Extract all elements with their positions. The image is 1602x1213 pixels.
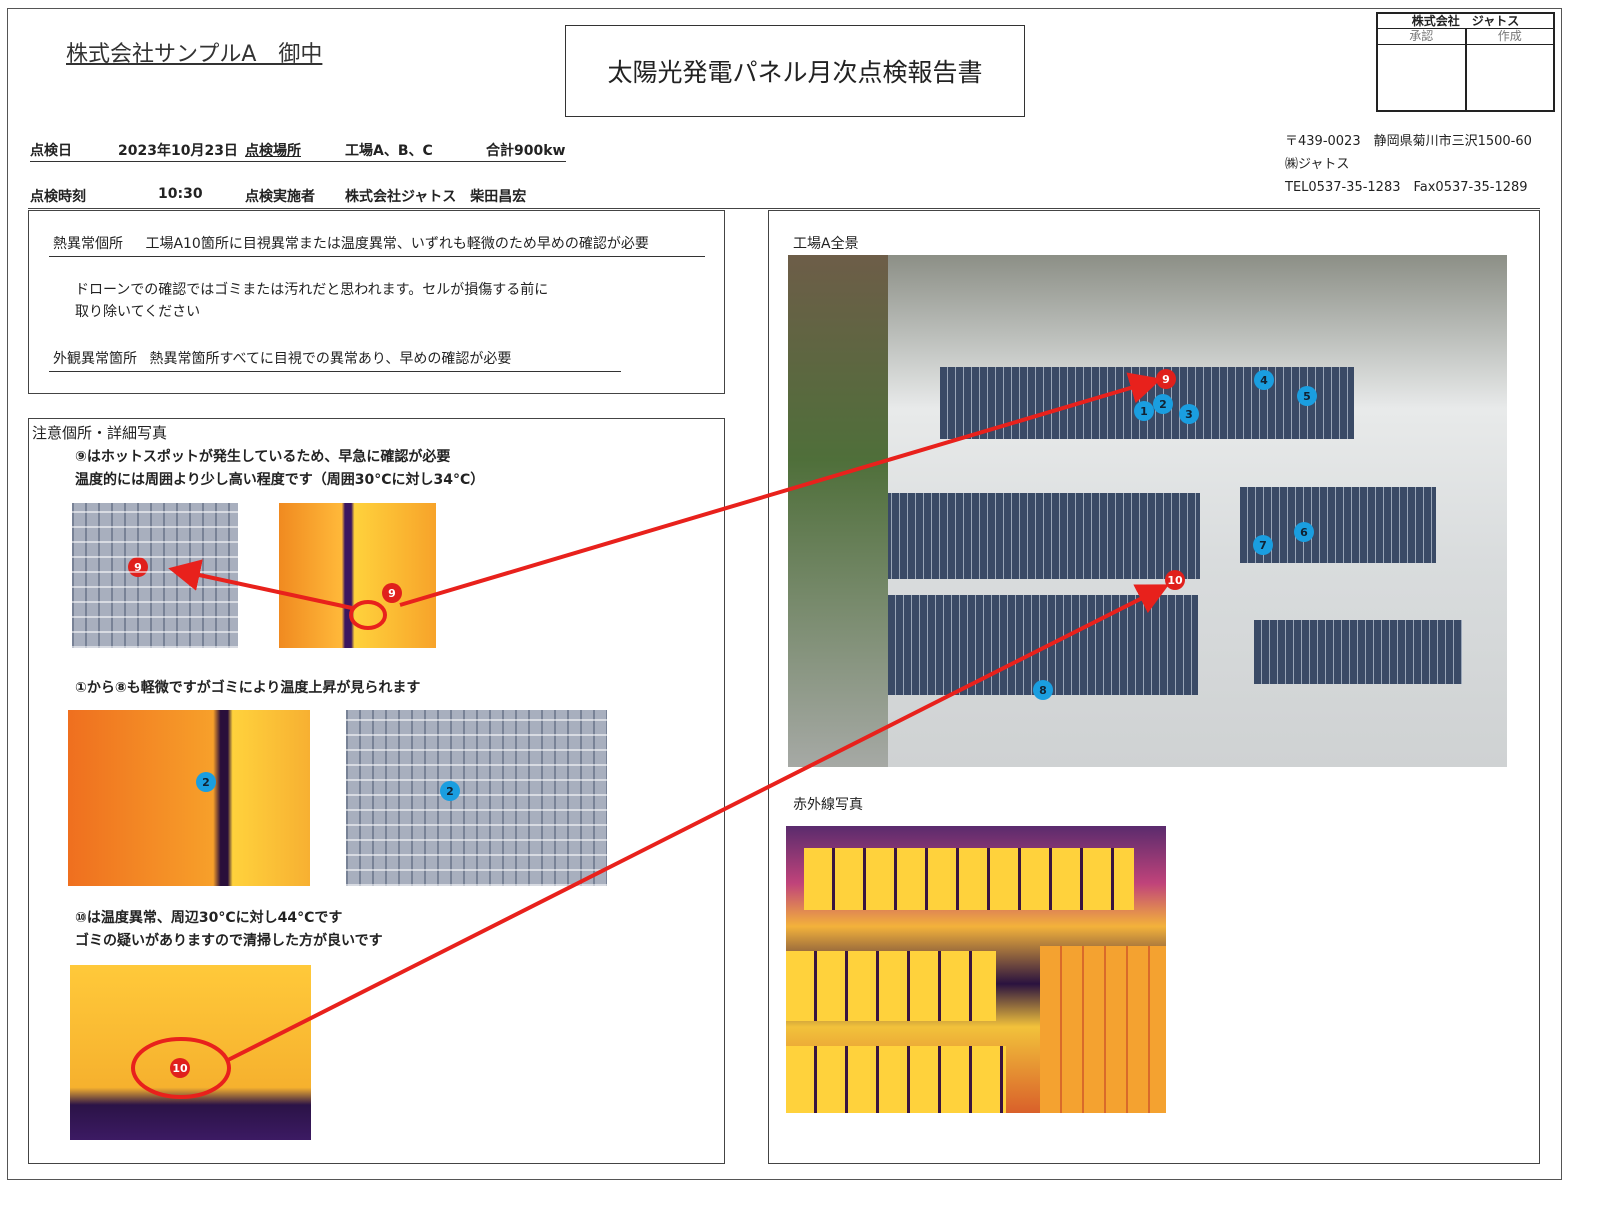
stamp-company: 株式会社 ジャトス — [1378, 14, 1553, 29]
roof-panels — [1240, 487, 1436, 563]
roof-panels — [1254, 620, 1462, 684]
address-company: ㈱ジャトス — [1285, 157, 1350, 172]
report-title: 太陽光発電パネル月次点検報告書 — [565, 25, 1025, 117]
visual-row: 外観異常箇所 熱異常箇所すべてに目視での異常あり、早めの確認が必要 — [49, 348, 621, 372]
time-value: 10:30 — [158, 186, 203, 202]
visual-label: 外観異常箇所 — [53, 351, 137, 367]
note: ドローンでの確認ではゴミまたは汚れだと思われます。セルが損傷する前に 取り除いて… — [75, 279, 548, 323]
note-line-1: ドローンでの確認ではゴミまたは汚れだと思われます。セルが損傷する前に — [75, 282, 549, 298]
marker-5: 5 — [1297, 386, 1317, 406]
client-name: 株式会社サンプルA 御中 — [66, 42, 323, 67]
heat-row: 熱異常個所 工場A10箇所に目視異常または温度異常、いずれも軽微のため早めの確認… — [49, 233, 705, 257]
time-label: 点検時刻 — [30, 189, 86, 205]
ir-panels — [1040, 946, 1166, 1113]
marker-2: 2 — [196, 772, 216, 792]
heat-label: 熱異常個所 — [53, 236, 123, 252]
details-box: 注意個所・詳細写真 ⑨はホットスポットが発生しているため、早急に確認が必要 温度… — [28, 418, 725, 1164]
ir-panels — [804, 848, 1134, 910]
marker-9: 9 — [382, 583, 402, 603]
ir-panels — [786, 951, 996, 1021]
place-value: 工場A、B、C — [345, 143, 433, 159]
roof-panels — [828, 493, 1200, 579]
right-panel: 工場A全景 赤外線写真 — [768, 210, 1540, 1164]
page-border — [7, 8, 1562, 1180]
trees — [788, 255, 888, 767]
marker-6: 6 — [1294, 522, 1314, 542]
caption-10-line-1: ⑩は温度異常、周辺30°Cに対し44°Cです — [75, 910, 343, 926]
total-capacity: 合計900kw — [486, 143, 566, 159]
details-heading: 注意個所・詳細写真 — [32, 424, 168, 442]
caption-10: ⑩は温度異常、周辺30°Cに対し44°Cです ゴミの疑いがありますので清掃した方… — [75, 907, 383, 953]
highlight-circle-10 — [131, 1037, 231, 1099]
arrow-10-to-aerial — [227, 584, 1170, 1062]
arrow-9-to-aerial — [399, 372, 1162, 607]
aerial-label: 工場A全景 — [793, 236, 859, 252]
marker-8: 8 — [1033, 680, 1053, 700]
marker-10: 10 — [170, 1058, 190, 1078]
marker-10: 10 — [1165, 570, 1185, 590]
marker-7: 7 — [1253, 535, 1273, 555]
summary-box: 熱異常個所 工場A10箇所に目視異常または温度異常、いずれも軽微のため早めの確認… — [28, 210, 725, 394]
infrared-photo — [786, 826, 1166, 1113]
ir-panels — [786, 1046, 1006, 1113]
report-title-text: 太陽光発電パネル月次点検報告書 — [607, 58, 983, 87]
marker-4: 4 — [1254, 370, 1274, 390]
photo-9-visual: 9 — [72, 503, 238, 648]
inspector-label: 点検実施者 — [245, 189, 315, 205]
date-label: 点検日 — [30, 143, 72, 159]
info-row-1: 点検日 2023年10月23日 点検場所 工場A、B、C 合計900kw — [30, 140, 566, 162]
caption-9: ⑨はホットスポットが発生しているため、早急に確認が必要 温度的には周囲より少し高… — [75, 446, 484, 492]
caption-1-8: ①から⑧も軽微ですがゴミにより温度上昇が見られます — [75, 680, 421, 696]
arrow-9-to-visual — [168, 559, 353, 610]
caption-10-line-2: ゴミの疑いがありますので清掃した方が良いです — [75, 933, 383, 949]
ir-label: 赤外線写真 — [793, 797, 863, 813]
info-row-2: 点検時刻 10:30 点検実施者 株式会社ジャトス 柴田昌宏 — [30, 186, 630, 208]
place-label: 点検場所 — [245, 143, 301, 159]
date-value: 2023年10月23日 — [118, 143, 238, 159]
marker-3: 3 — [1179, 404, 1199, 424]
address-block: 〒439-0023 静岡県菊川市三沢1500-60 ㈱ジャトス TEL0537-… — [1285, 130, 1532, 199]
note-line-2: 取り除いてください — [75, 304, 201, 320]
approve-cell — [1378, 45, 1467, 110]
caption-9-line-2: 温度的には周囲より少し高い程度です（周囲30°Cに対し34°C） — [75, 472, 485, 488]
phone-fax: TEL0537-35-1283 Fax0537-35-1289 — [1285, 180, 1528, 195]
photo-2-visual: 2 — [346, 710, 607, 886]
marker-1: 1 — [1134, 401, 1154, 421]
visual-text: 熱異常箇所すべてに目視での異常あり、早めの確認が必要 — [149, 351, 512, 367]
stamp-box: 株式会社 ジャトス 承認 作成 — [1376, 12, 1555, 112]
stamp-create: 作成 — [1497, 29, 1522, 43]
stamp-approve: 承認 — [1378, 29, 1467, 44]
photo-10-thermal: 10 — [70, 965, 311, 1140]
aerial-photo: 9 4 5 1 2 3 6 7 10 8 — [788, 255, 1507, 767]
divider — [28, 208, 1540, 209]
caption-9-line-1: ⑨はホットスポットが発生しているため、早急に確認が必要 — [75, 449, 451, 465]
highlight-circle-9 — [349, 600, 387, 630]
heat-text: 工場A10箇所に目視異常または温度異常、いずれも軽微のため早めの確認が必要 — [145, 236, 649, 252]
marker-2: 2 — [440, 781, 460, 801]
inspector-value: 株式会社ジャトス 柴田昌宏 — [345, 189, 527, 205]
photo-2-thermal: 2 — [68, 710, 310, 886]
postal-address: 〒439-0023 静岡県菊川市三沢1500-60 — [1285, 134, 1532, 149]
